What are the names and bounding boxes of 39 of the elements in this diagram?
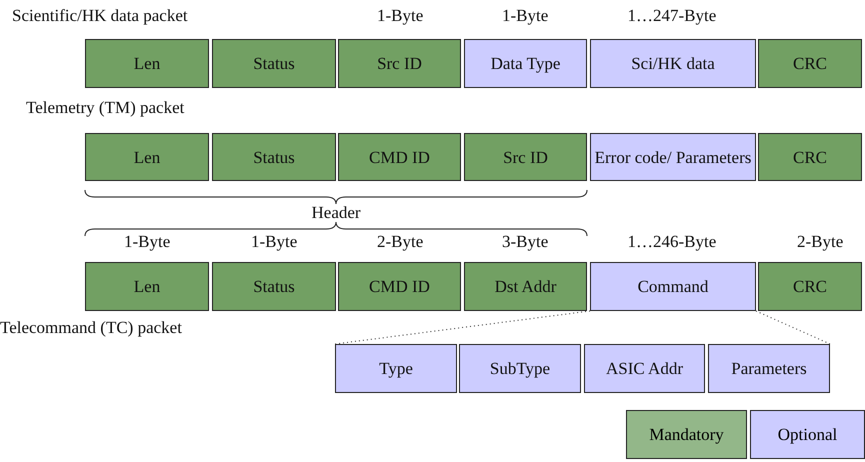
packet-field: Status xyxy=(212,262,336,311)
byte-size-label: 1-Byte xyxy=(377,6,424,26)
packet-field: Data Type xyxy=(464,39,587,88)
packet-field: ASIC Addr xyxy=(584,344,705,393)
packet-field: Status xyxy=(212,39,336,88)
packet-field: Status xyxy=(212,133,336,181)
packet-field: Len xyxy=(85,262,209,311)
packet-field: Src ID xyxy=(338,39,461,88)
packet-field: Parameters xyxy=(708,344,830,393)
packet-field: CRC xyxy=(758,133,862,181)
packet-field: Command xyxy=(590,262,756,311)
legend-swatch: Mandatory xyxy=(626,410,747,459)
header-label: Header xyxy=(312,203,361,223)
byte-size-label: 1-Byte xyxy=(251,232,298,252)
packet-field: CMD ID xyxy=(338,262,461,311)
packet-field: SubType xyxy=(459,344,581,393)
packet-field: CRC xyxy=(758,262,862,311)
packet-field: Len xyxy=(85,133,209,181)
packet-field: Error code/ Parameters xyxy=(590,133,756,181)
packet-field: Dst Addr xyxy=(464,262,587,311)
packet-field: CMD ID xyxy=(338,133,461,181)
legend-swatch: Optional xyxy=(750,410,865,459)
packet-field: CRC xyxy=(758,39,862,88)
byte-size-label: 1…246-Byte xyxy=(628,232,716,252)
byte-size-label: 2-Byte xyxy=(797,232,844,252)
byte-size-label: 1…247-Byte xyxy=(628,6,716,26)
packet-title: Scientific/HK data packet xyxy=(12,6,188,26)
packet-title: Telecommand (TC) packet xyxy=(0,318,182,338)
packet-field: Sci/HK data xyxy=(590,39,756,88)
byte-size-label: 1-Byte xyxy=(124,232,170,252)
packet-field: Src ID xyxy=(464,133,587,181)
packet-title: Telemetry (TM) packet xyxy=(26,98,184,118)
expansion-line xyxy=(756,310,830,344)
byte-size-label: 1-Byte xyxy=(502,6,548,26)
byte-size-label: 2-Byte xyxy=(377,232,424,252)
packet-field: Type xyxy=(335,344,457,393)
packet-field: Len xyxy=(85,39,209,88)
expansion-line xyxy=(334,310,590,344)
byte-size-label: 3-Byte xyxy=(502,232,548,252)
